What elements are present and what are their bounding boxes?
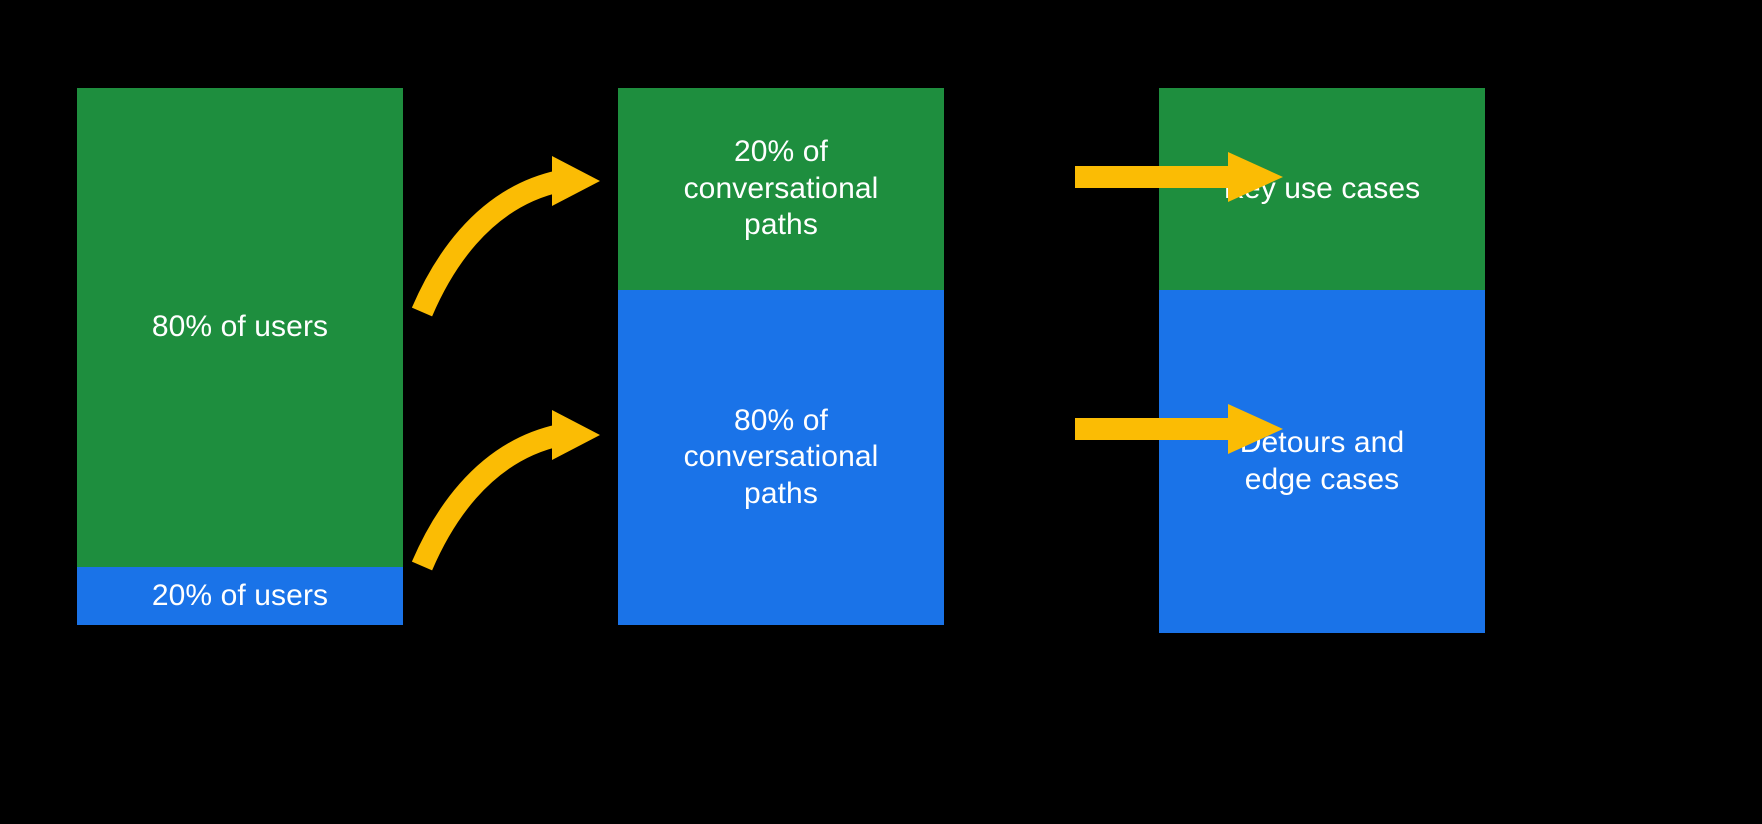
segment-label: Key use cases [1223, 171, 1421, 205]
curved-arrow-bottom-icon [411, 410, 600, 571]
column-conversational-paths: 20% of conversational paths 80% of conve… [618, 88, 944, 625]
segment-label: 80% of conversational paths [683, 403, 879, 510]
segment-label: 20% of users [151, 578, 329, 612]
segment-label: 20% of conversational paths [683, 135, 879, 242]
segment-80-percent-users: 80% of users [77, 88, 403, 567]
segment-20-percent-conversational-paths: 20% of conversational paths [618, 88, 944, 290]
column-use-cases: Key use cases Detours and edge cases [1159, 88, 1485, 633]
segment-label: 80% of users [151, 310, 329, 344]
curved-arrow-top-icon [411, 156, 600, 317]
segment-key-use-cases: Key use cases [1159, 88, 1485, 290]
segment-detours-and-edge-cases: Detours and edge cases [1159, 290, 1485, 633]
column-users: 80% of users 20% of users [77, 88, 403, 625]
segment-label: Detours and edge cases [1239, 425, 1405, 496]
segment-80-percent-conversational-paths: 80% of conversational paths [618, 290, 944, 625]
segment-20-percent-users: 20% of users [77, 567, 403, 625]
